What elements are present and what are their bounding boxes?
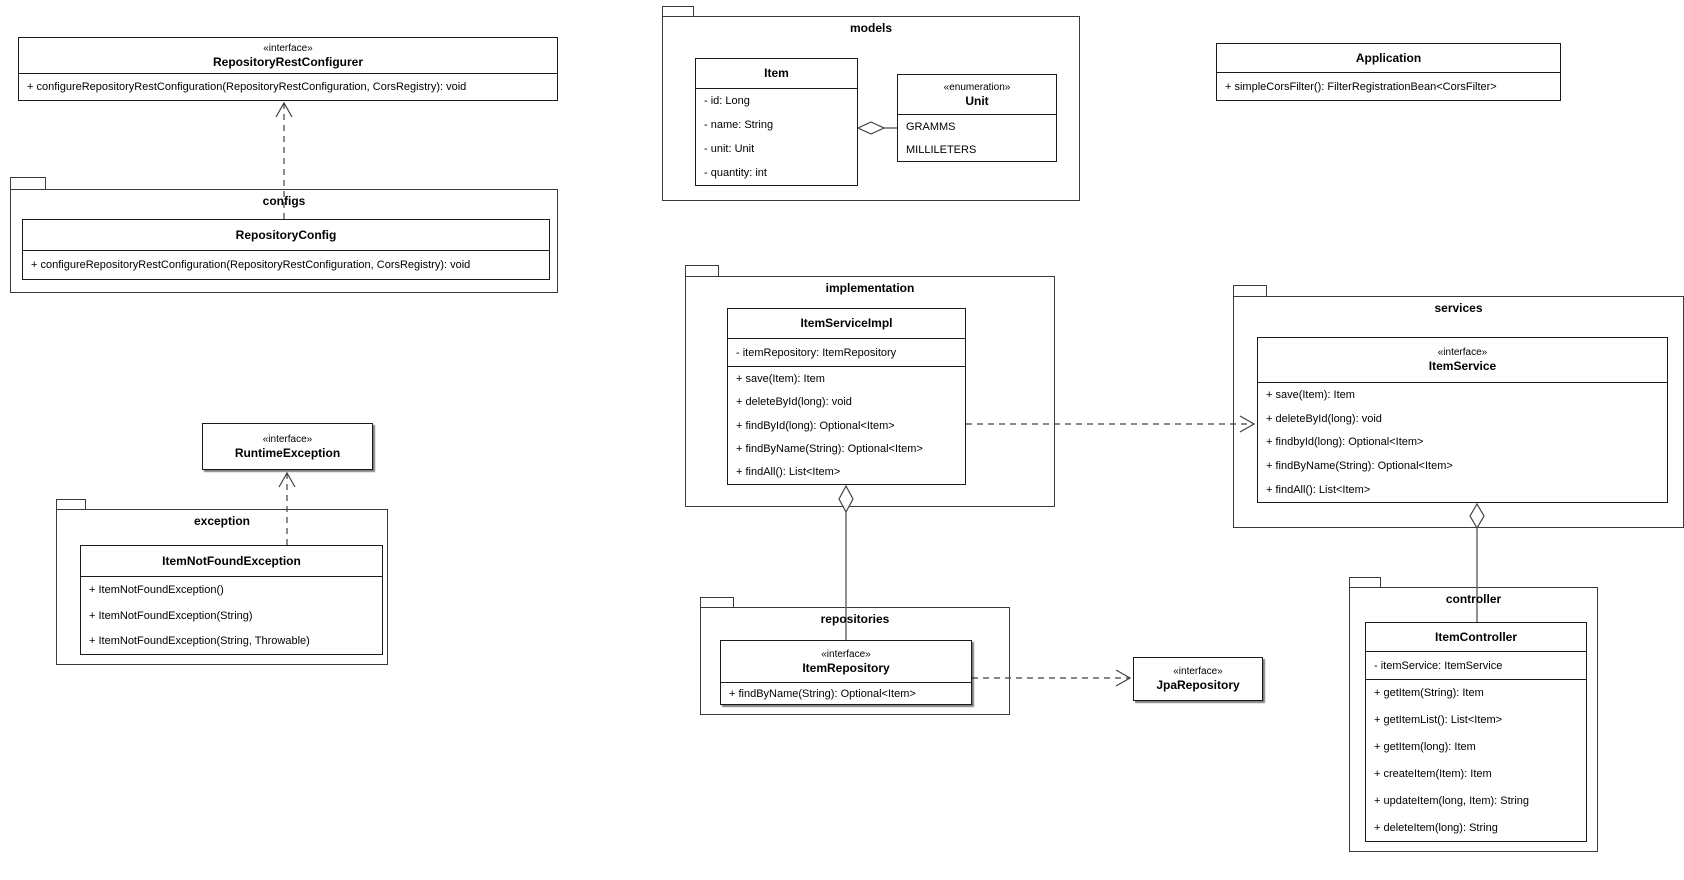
dependency-arrow-itemrepository-to-jparepository[interactable] — [972, 669, 1132, 687]
member-row: + findAll(): List<Item> — [736, 466, 841, 479]
member-row: + findbyId(long): Optional<Item> — [1266, 436, 1424, 449]
member-row: + ItemNotFoundException(String) — [89, 609, 253, 622]
class-name: ItemNotFoundException — [162, 553, 301, 568]
member-row: MILLILETERS — [906, 143, 977, 156]
class-box-unit-enum[interactable]: «enumeration» Unit GRAMMS MILLILETERS — [897, 74, 1057, 162]
class-stereotype: «interface» — [263, 42, 313, 54]
member-row: + ItemNotFoundException(String, Throwabl… — [89, 635, 310, 648]
class-stereotype: «interface» — [1173, 666, 1223, 677]
member-row: + getItem(String): Item — [1374, 687, 1484, 700]
realization-arrow-itemnotfoundexception-to-runtimeexception[interactable] — [278, 471, 296, 545]
member-row: + simpleCorsFilter(): FilterRegistration… — [1225, 80, 1497, 93]
member-row: + findById(long): Optional<Item> — [736, 419, 895, 432]
class-name: ItemRepository — [802, 660, 890, 675]
class-name: ItemController — [1434, 629, 1517, 644]
package-label-implementation: implementation — [825, 281, 915, 295]
package-label-controller: controller — [1445, 592, 1502, 606]
dependency-arrow-itemserviceimpl-to-itemservice[interactable] — [966, 415, 1256, 433]
class-name: Unit — [965, 93, 989, 108]
package-label-configs: configs — [262, 194, 306, 208]
member-row: - name: String — [704, 119, 774, 131]
aggregation-itemservice-to-itemcontroller[interactable] — [1469, 502, 1485, 622]
member-row: + findByName(String): Optional<Item> — [729, 687, 916, 700]
class-box-application[interactable]: Application + simpleCorsFilter(): Filter… — [1216, 43, 1561, 101]
class-name: RepositoryRestConfigurer — [212, 54, 364, 69]
member-row: + deleteItem(long): String — [1374, 821, 1498, 834]
member-row: GRAMMS — [906, 120, 956, 133]
class-box-itemnotfoundexception[interactable]: ItemNotFoundException + ItemNotFoundExce… — [80, 545, 383, 655]
package-label-models: models — [849, 21, 892, 35]
member-row: + configureRepositoryRestConfiguration(R… — [27, 81, 467, 93]
class-name: RuntimeException — [234, 445, 341, 460]
class-box-repositoryrestconfigurer[interactable]: «interface» RepositoryRestConfigurer + c… — [18, 37, 558, 101]
class-stereotype: «interface» — [821, 648, 871, 660]
class-name: ItemService — [1428, 359, 1497, 373]
member-row: + configureRepositoryRestConfiguration(R… — [31, 259, 471, 271]
member-row: - itemService: ItemService — [1374, 659, 1503, 672]
realization-arrow-repositoryconfig-to-repositoryrestconfigurer[interactable] — [275, 101, 293, 219]
class-box-itemrepository[interactable]: «interface» ItemRepository + findByName(… — [720, 640, 972, 705]
aggregation-item-to-unit[interactable] — [856, 121, 897, 135]
member-row: + findAll(): List<Item> — [1266, 484, 1371, 497]
class-name: ItemServiceImpl — [800, 316, 893, 330]
class-box-itemserviceimpl[interactable]: ItemServiceImpl - itemRepository: ItemRe… — [727, 308, 966, 485]
member-row: - quantity: int — [704, 167, 767, 179]
package-label-services: services — [1434, 301, 1483, 315]
member-row: + getItemList(): List<Item> — [1374, 714, 1503, 727]
class-box-itemcontroller[interactable]: ItemController - itemService: ItemServic… — [1365, 622, 1587, 842]
class-box-repositoryconfig[interactable]: RepositoryConfig + configureRepositoryRe… — [22, 219, 550, 280]
member-row: + findByName(String): Optional<Item> — [736, 442, 923, 455]
member-row: - unit: Unit — [704, 143, 755, 155]
package-label-exception: exception — [193, 514, 250, 528]
member-row: + createItem(Item): Item — [1374, 767, 1492, 780]
member-row: + findByName(String): Optional<Item> — [1266, 460, 1453, 473]
member-row: - itemRepository: ItemRepository — [736, 346, 897, 359]
member-row: + deleteById(long): void — [736, 396, 852, 409]
class-stereotype: «enumeration» — [943, 81, 1011, 93]
member-row: - id: Long — [704, 95, 750, 107]
member-row: + ItemNotFoundException() — [89, 583, 224, 596]
member-row: + updateItem(long, Item): String — [1374, 794, 1529, 807]
class-box-jparepository[interactable]: «interface» JpaRepository — [1133, 657, 1263, 701]
class-box-itemservice[interactable]: «interface» ItemService + save(Item): It… — [1257, 337, 1668, 503]
member-row: + save(Item): Item — [736, 372, 825, 385]
member-row: + getItem(long): Item — [1374, 741, 1476, 754]
class-name: JpaRepository — [1156, 678, 1240, 692]
aggregation-itemserviceimpl-to-itemrepository[interactable] — [838, 484, 854, 640]
class-stereotype: «interface» — [262, 433, 313, 445]
class-name: Item — [764, 66, 789, 80]
member-row: + save(Item): Item — [1266, 388, 1355, 401]
class-box-runtimeexception[interactable]: «interface» RuntimeException — [202, 423, 373, 470]
class-box-item[interactable]: Item - id: Long - name: String - unit: U… — [695, 58, 858, 186]
member-row: + deleteById(long): void — [1266, 412, 1382, 425]
package-label-repositories: repositories — [820, 612, 890, 626]
class-name: RepositoryConfig — [235, 227, 337, 242]
class-stereotype: «interface» — [1437, 347, 1488, 358]
class-name: Application — [1355, 50, 1422, 65]
